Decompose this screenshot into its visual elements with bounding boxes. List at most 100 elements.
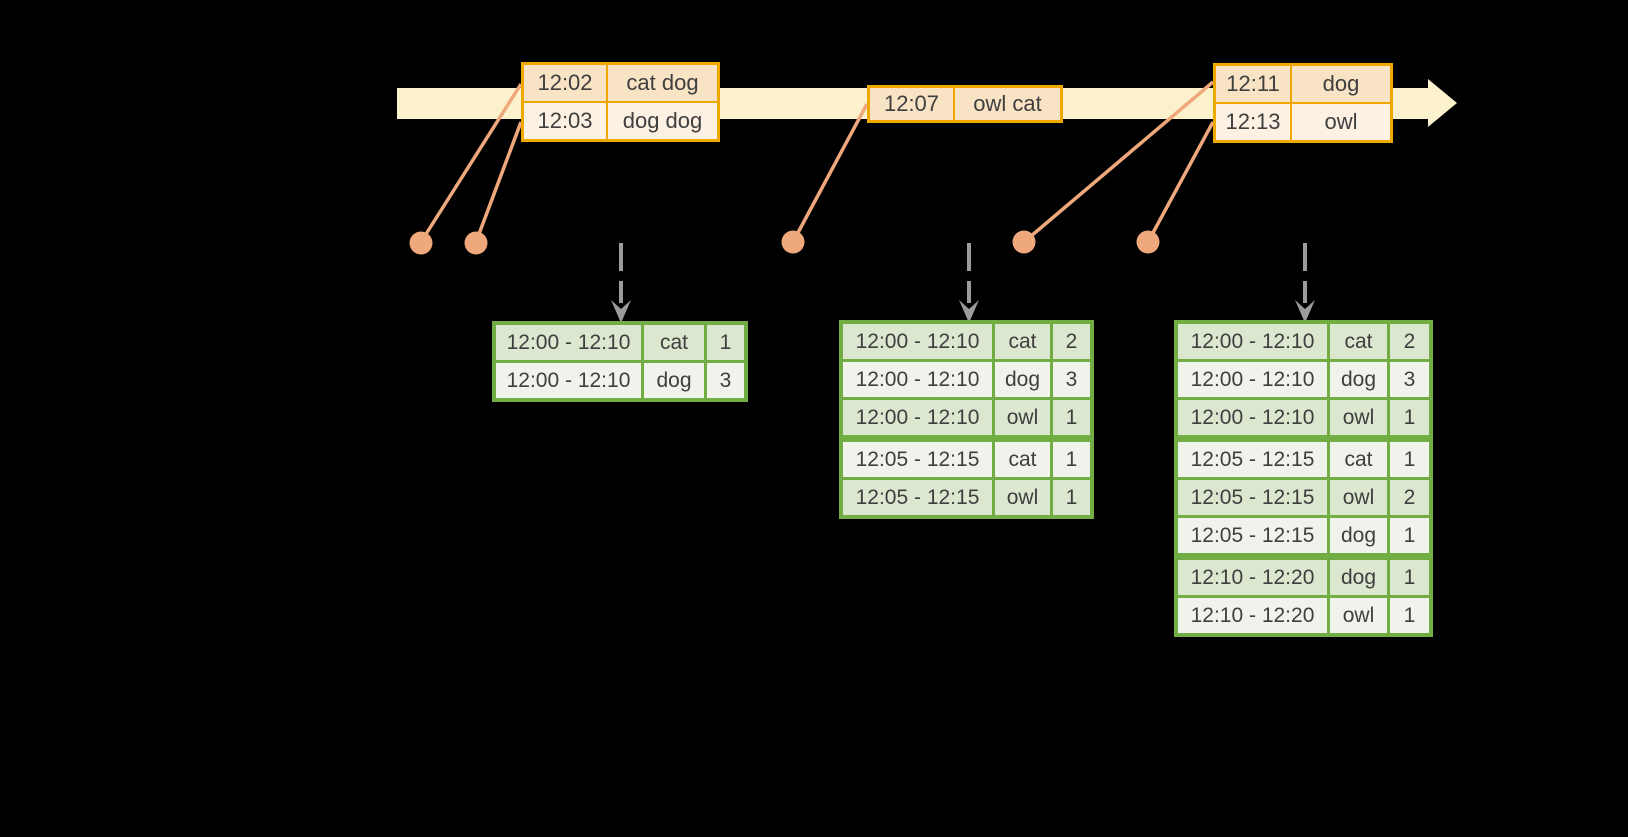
event-dot bbox=[1012, 230, 1036, 254]
event-time-cell: 12:13 bbox=[1216, 104, 1290, 140]
count-cell: 3 bbox=[1053, 362, 1090, 397]
window-cell: 12:05 - 12:15 bbox=[843, 480, 992, 515]
word-cell: cat bbox=[995, 442, 1050, 477]
window-cell: 12:00 - 12:10 bbox=[843, 324, 992, 359]
event-dot bbox=[1136, 230, 1160, 254]
word-cell: owl bbox=[1330, 400, 1387, 435]
count-cell: 1 bbox=[1390, 400, 1429, 435]
event-words-cell: cat dog bbox=[608, 65, 717, 101]
count-cell: 2 bbox=[1053, 324, 1090, 359]
window-cell: 12:00 - 12:10 bbox=[843, 400, 992, 435]
window-cell: 12:00 - 12:10 bbox=[843, 362, 992, 397]
count-cell: 3 bbox=[707, 363, 744, 398]
word-cell: dog bbox=[1330, 560, 1387, 595]
window-group-separator bbox=[843, 435, 1090, 442]
window-cell: 12:00 - 12:10 bbox=[1178, 324, 1327, 359]
event-time-cell: 12:11 bbox=[1216, 66, 1290, 102]
word-cell: owl bbox=[1330, 480, 1387, 515]
event-words-cell: owl cat bbox=[955, 88, 1060, 120]
window-cell: 12:00 - 12:10 bbox=[496, 363, 641, 398]
count-cell: 1 bbox=[1390, 560, 1429, 595]
event-time-cell: 12:07 bbox=[870, 88, 953, 120]
word-cell: cat bbox=[1330, 442, 1387, 477]
word-cell: cat bbox=[644, 325, 704, 360]
event-connectors bbox=[409, 80, 1215, 255]
word-cell: owl bbox=[995, 480, 1050, 515]
word-cell: cat bbox=[1330, 324, 1387, 359]
window-cell: 12:05 - 12:15 bbox=[1178, 480, 1327, 515]
event-words-cell: dog bbox=[1292, 66, 1390, 102]
count-cell: 2 bbox=[1390, 324, 1429, 359]
window-cell: 12:05 - 12:15 bbox=[843, 442, 992, 477]
word-cell: owl bbox=[1330, 598, 1387, 633]
event-dot bbox=[781, 230, 805, 254]
word-cell: dog bbox=[995, 362, 1050, 397]
window-cell: 12:00 - 12:10 bbox=[1178, 400, 1327, 435]
count-cell: 1 bbox=[707, 325, 744, 360]
word-cell: dog bbox=[644, 363, 704, 398]
event-time-cell: 12:03 bbox=[524, 103, 606, 139]
event-dot bbox=[409, 231, 433, 255]
event-words-cell: owl bbox=[1292, 104, 1390, 140]
window-cell: 12:10 - 12:20 bbox=[1178, 560, 1327, 595]
window-cell: 12:00 - 12:10 bbox=[1178, 362, 1327, 397]
window-cell: 12:00 - 12:10 bbox=[496, 325, 641, 360]
event-connector-line bbox=[419, 83, 523, 243]
count-cell: 1 bbox=[1390, 518, 1429, 553]
count-cell: 3 bbox=[1390, 362, 1429, 397]
word-cell: cat bbox=[995, 324, 1050, 359]
trigger-arrowhead-icon bbox=[959, 300, 979, 323]
count-cell: 2 bbox=[1390, 480, 1429, 515]
count-cell: 1 bbox=[1053, 480, 1090, 515]
window-cell: 12:05 - 12:15 bbox=[1178, 442, 1327, 477]
count-cell: 1 bbox=[1053, 400, 1090, 435]
event-dot bbox=[464, 231, 488, 255]
event-time-cell: 12:02 bbox=[524, 65, 606, 101]
window-group-separator bbox=[1178, 435, 1429, 442]
event-connector-line bbox=[791, 103, 869, 243]
trigger-arrowhead-icon bbox=[1295, 300, 1315, 323]
word-cell: owl bbox=[995, 400, 1050, 435]
word-cell: dog bbox=[1330, 518, 1387, 553]
word-cell: dog bbox=[1330, 362, 1387, 397]
event-connector-line bbox=[474, 121, 523, 243]
timeline-arrowhead-icon bbox=[1428, 79, 1457, 127]
window-cell: 12:05 - 12:15 bbox=[1178, 518, 1327, 553]
count-cell: 1 bbox=[1390, 442, 1429, 477]
event-connector-line bbox=[1022, 80, 1215, 244]
window-cell: 12:10 - 12:20 bbox=[1178, 598, 1327, 633]
window-group-separator bbox=[1178, 553, 1429, 560]
trigger-arrows bbox=[611, 243, 1315, 323]
event-words-cell: dog dog bbox=[608, 103, 717, 139]
trigger-arrowhead-icon bbox=[611, 300, 631, 323]
count-cell: 1 bbox=[1390, 598, 1429, 633]
count-cell: 1 bbox=[1053, 442, 1090, 477]
event-connector-line bbox=[1146, 121, 1215, 243]
